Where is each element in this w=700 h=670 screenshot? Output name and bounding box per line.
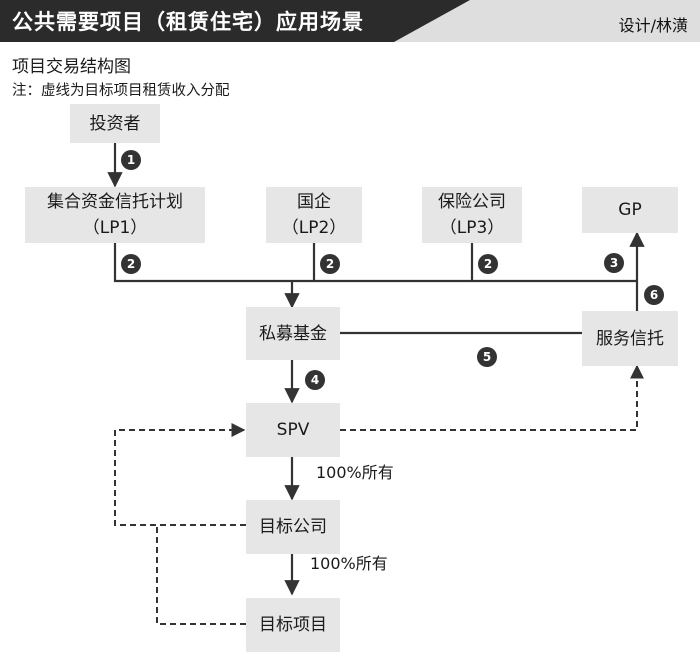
svg-text:5: 5 (483, 350, 491, 364)
step-badge-1: 1 (121, 150, 141, 170)
node-lp2-soe: 国企 （LP2） (266, 187, 362, 243)
ownership-label-company-project: 100%所有 (310, 554, 388, 573)
design-credit: 设计/林潢 (618, 16, 688, 35)
node-gp-label: GP (618, 200, 642, 220)
dashed-line-note: 注：虚线为目标项目租赁收入分配 (12, 83, 230, 99)
node-lp3-insurer: 保险公司 （LP3） (422, 187, 522, 243)
step-badge-2b: 2 (320, 254, 340, 274)
step-badge-2c: 2 (478, 254, 498, 274)
svg-text:6: 6 (650, 288, 658, 302)
node-service-trust-label: 服务信托 (596, 328, 664, 349)
step-badge-6: 6 (644, 285, 664, 305)
dashed-spv-service (340, 364, 644, 431)
node-lp1-trust-plan: 集合资金信托计划 （LP1） (25, 187, 205, 243)
node-service-trust: 服务信托 (582, 311, 678, 366)
node-lp3-tag: （LP3） (439, 218, 505, 238)
node-lp2-tag: （LP2） (281, 218, 347, 238)
node-lp3-name: 保险公司 (438, 192, 506, 212)
svg-text:3: 3 (610, 256, 618, 270)
step-badge-5: 5 (477, 347, 497, 367)
node-fund-label: 私募基金 (259, 323, 327, 344)
edge-lps-bus (113, 243, 637, 283)
node-target-company: 目标公司 (246, 500, 340, 554)
node-gp: GP (582, 187, 678, 233)
header-title-band (0, 0, 470, 42)
node-spv-label: SPV (276, 420, 310, 440)
node-investor: 投资者 (70, 104, 160, 143)
ownership-label-spv-company: 100%所有 (316, 463, 394, 482)
step-badge-4: 4 (305, 370, 325, 390)
step-badge-3: 3 (604, 253, 624, 273)
svg-text:2: 2 (326, 257, 334, 271)
node-spv: SPV (246, 403, 340, 457)
dashed-project-company (156, 525, 246, 625)
dashed-company-spv (114, 423, 246, 526)
node-private-fund: 私募基金 (246, 307, 340, 360)
svg-text:1: 1 (127, 153, 135, 167)
step-badge-2a: 2 (121, 254, 141, 274)
svg-text:2: 2 (127, 257, 135, 271)
page-title: 公共需要项目（租赁住宅）应用场景 (12, 10, 364, 34)
node-target-company-label: 目标公司 (259, 517, 327, 537)
node-lp1-name: 集合资金信托计划 (47, 192, 183, 212)
node-investor-label: 投资者 (89, 113, 141, 134)
svg-text:4: 4 (311, 373, 319, 387)
diagram-subtitle: 项目交易结构图 (12, 57, 131, 77)
node-target-project-label: 目标项目 (259, 615, 327, 635)
node-lp1-tag: （LP1） (82, 218, 148, 238)
node-target-project: 目标项目 (246, 598, 340, 652)
svg-text:2: 2 (484, 257, 492, 271)
node-lp2-name: 国企 (297, 192, 331, 212)
